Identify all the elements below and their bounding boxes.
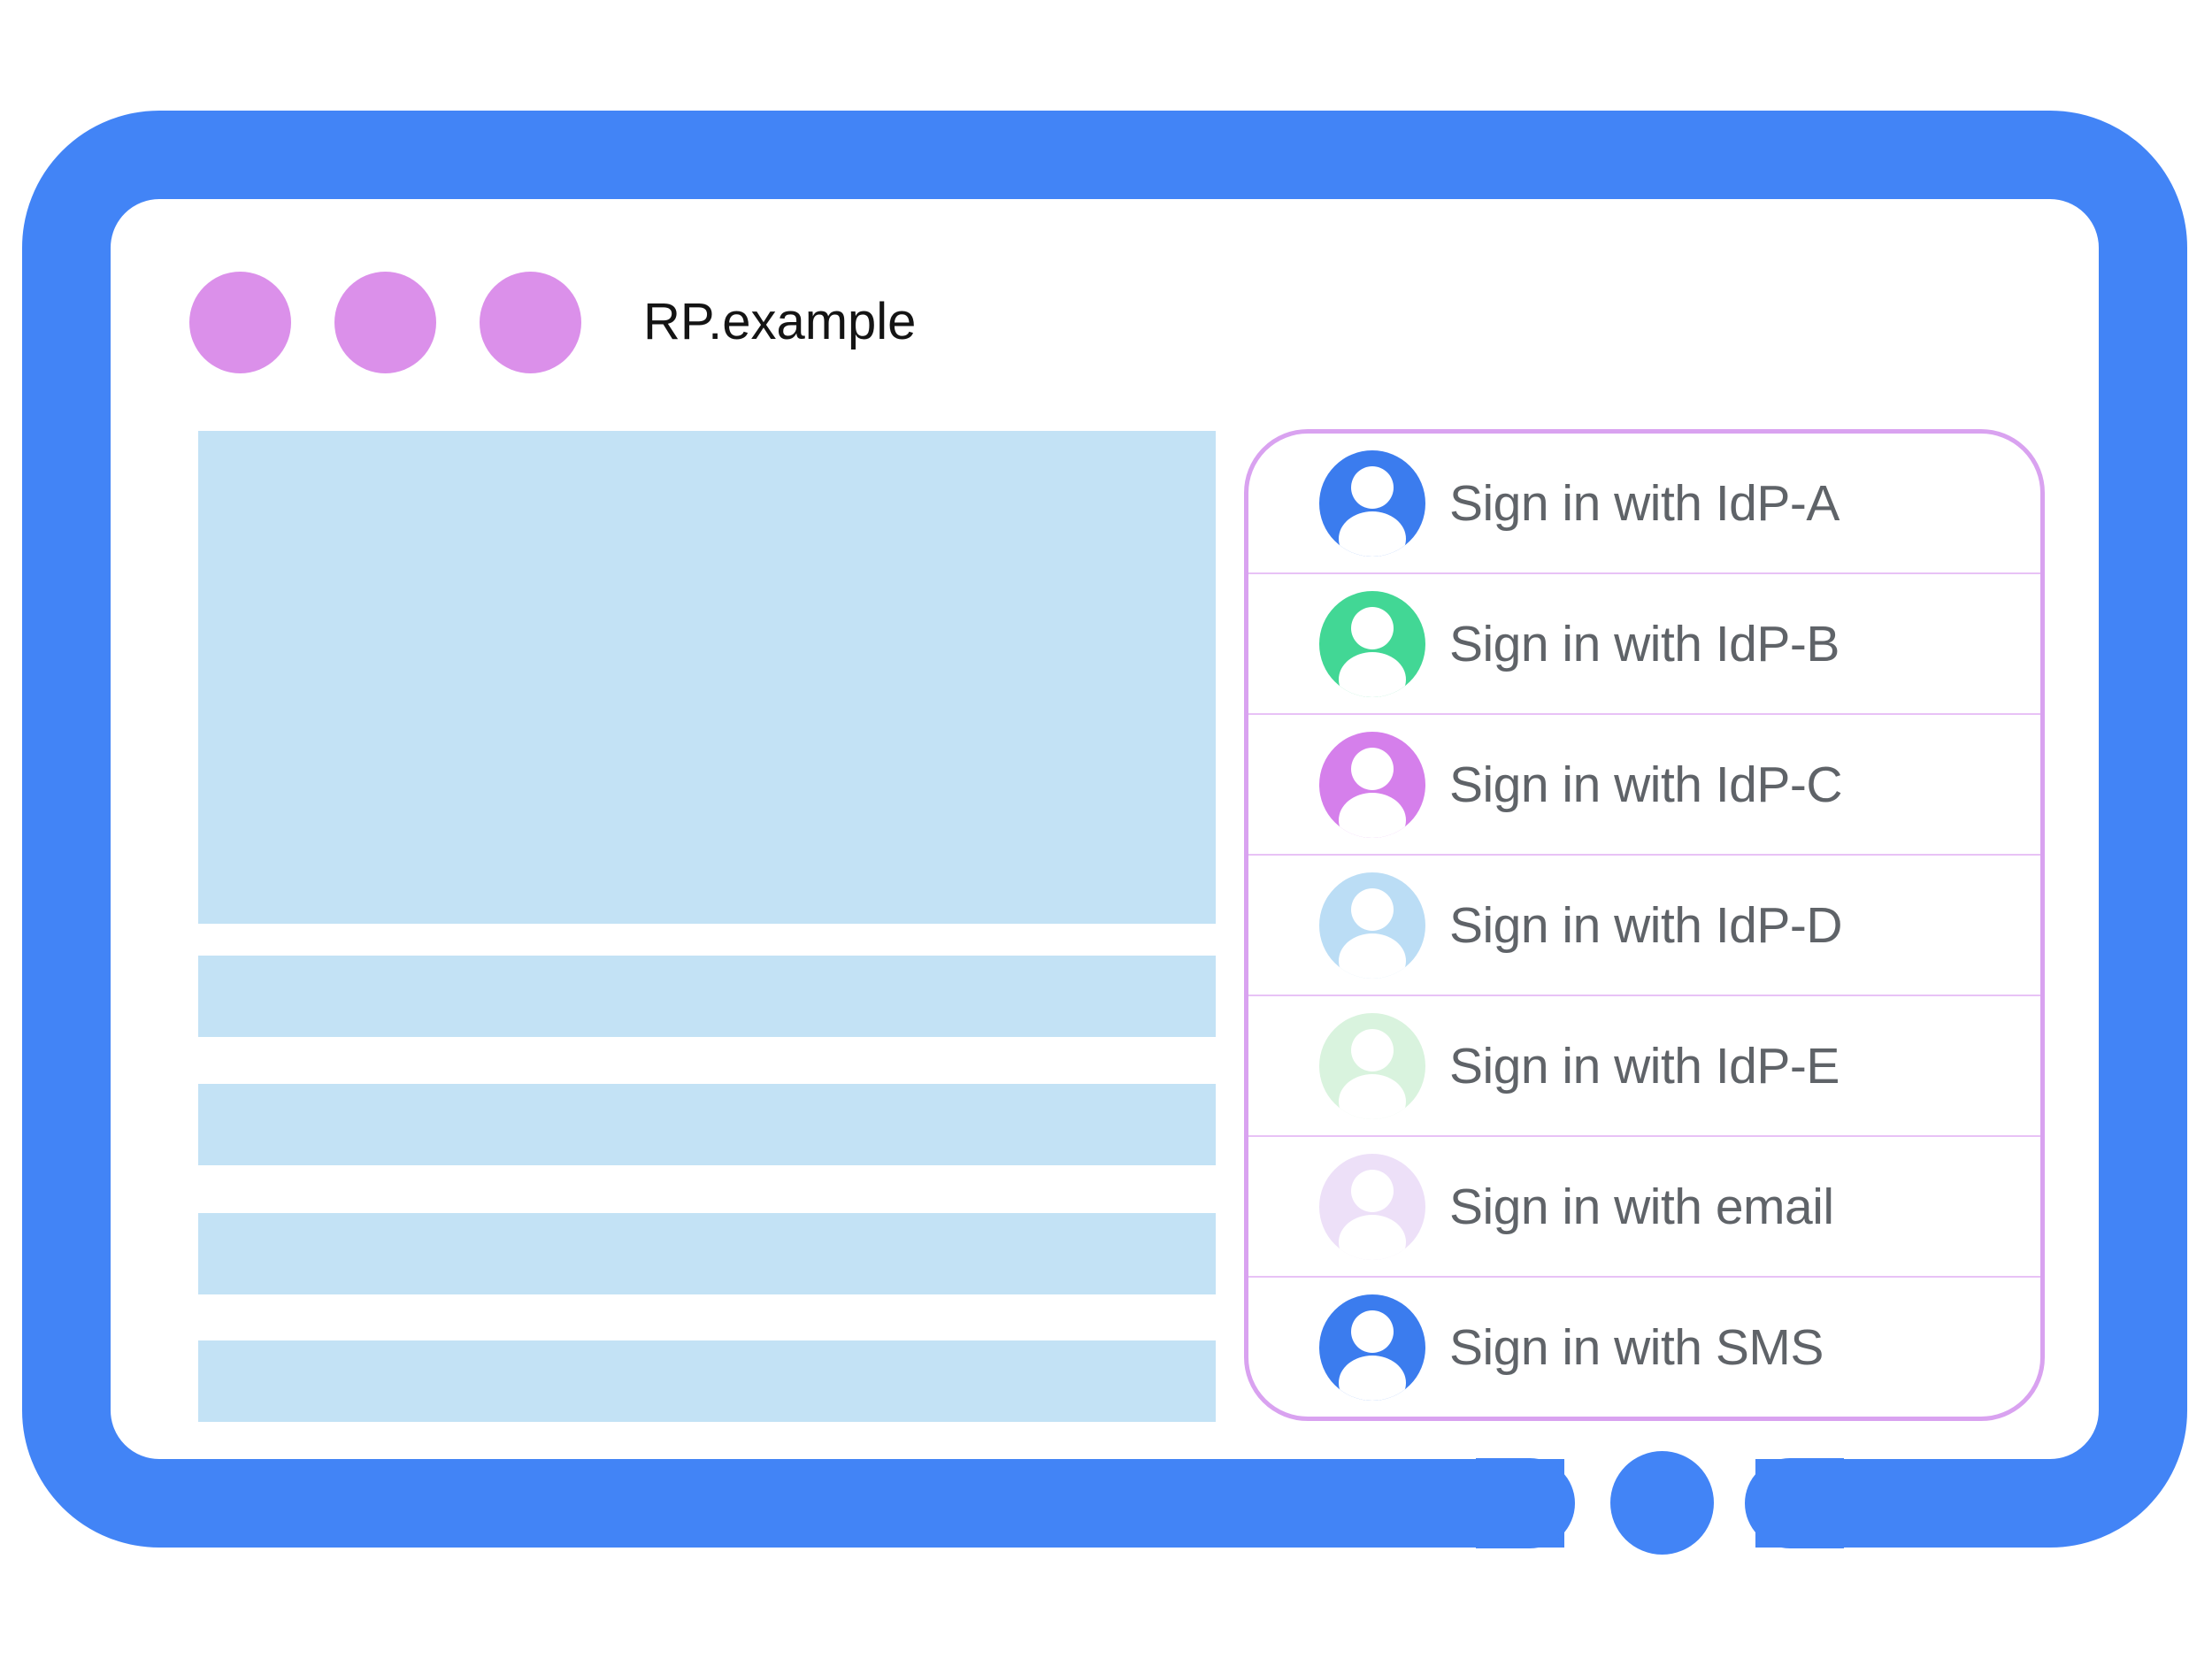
signin-option-idp-e[interactable]: Sign in with IdP-E (1248, 996, 2040, 1137)
content-placeholder-line-1 (198, 956, 1216, 1037)
person-icon (1319, 872, 1425, 979)
content-placeholder-hero (198, 431, 1216, 924)
window-control-dot-3[interactable] (480, 272, 581, 373)
person-icon-shoulders (1338, 652, 1407, 697)
signin-option-idp-c[interactable]: Sign in with IdP-C (1248, 715, 2040, 856)
signin-option-idp-a[interactable]: Sign in with IdP-A (1248, 434, 2040, 574)
signin-option-sms[interactable]: Sign in with SMS (1248, 1278, 2040, 1417)
person-icon-shoulders (1338, 1356, 1407, 1401)
signin-option-label: Sign in with IdP-D (1449, 896, 1843, 954)
page-title: RP.example (643, 293, 917, 350)
person-icon-head (1351, 747, 1394, 790)
person-icon-shoulders (1338, 933, 1407, 979)
person-icon-shoulders (1338, 1074, 1407, 1119)
person-icon (1319, 1012, 1425, 1119)
signin-option-label: Sign in with email (1449, 1178, 1834, 1235)
person-icon-shoulders (1338, 1215, 1407, 1260)
signin-option-label: Sign in with IdP-E (1449, 1037, 1839, 1094)
window-control-dot-2[interactable] (334, 272, 436, 373)
person-icon (1319, 1294, 1425, 1401)
person-icon-head (1351, 887, 1394, 931)
person-icon-head (1351, 1169, 1394, 1212)
person-icon (1319, 1153, 1425, 1260)
signin-option-label: Sign in with SMS (1449, 1318, 1824, 1376)
signin-option-label: Sign in with IdP-B (1449, 615, 1839, 672)
signin-option-label: Sign in with IdP-C (1449, 756, 1843, 813)
person-icon (1319, 449, 1425, 557)
person-icon-head (1351, 465, 1394, 509)
person-icon-head (1351, 1310, 1394, 1353)
content-placeholder-line-2 (198, 1084, 1216, 1165)
home-button[interactable] (1610, 1451, 1714, 1555)
person-icon-shoulders (1338, 511, 1407, 557)
content-placeholder-line-4 (198, 1340, 1216, 1422)
person-icon-head (1351, 606, 1394, 649)
signin-option-idp-d[interactable]: Sign in with IdP-D (1248, 856, 2040, 996)
signin-dialog: Sign in with IdP-A Sign in with IdP-B Si… (1244, 429, 2045, 1421)
window-control-dot-1[interactable] (189, 272, 291, 373)
content-placeholder-line-3 (198, 1213, 1216, 1294)
signin-option-email[interactable]: Sign in with email (1248, 1137, 2040, 1278)
signin-option-idp-b[interactable]: Sign in with IdP-B (1248, 574, 2040, 715)
person-icon (1319, 731, 1425, 838)
frame-bottom-band-left-cap (1476, 1458, 1575, 1548)
person-icon-shoulders (1338, 793, 1407, 838)
person-icon-head (1351, 1028, 1394, 1071)
signin-option-label: Sign in with IdP-A (1449, 474, 1839, 532)
frame-bottom-band-right-cap (1745, 1458, 1844, 1548)
person-icon (1319, 590, 1425, 697)
